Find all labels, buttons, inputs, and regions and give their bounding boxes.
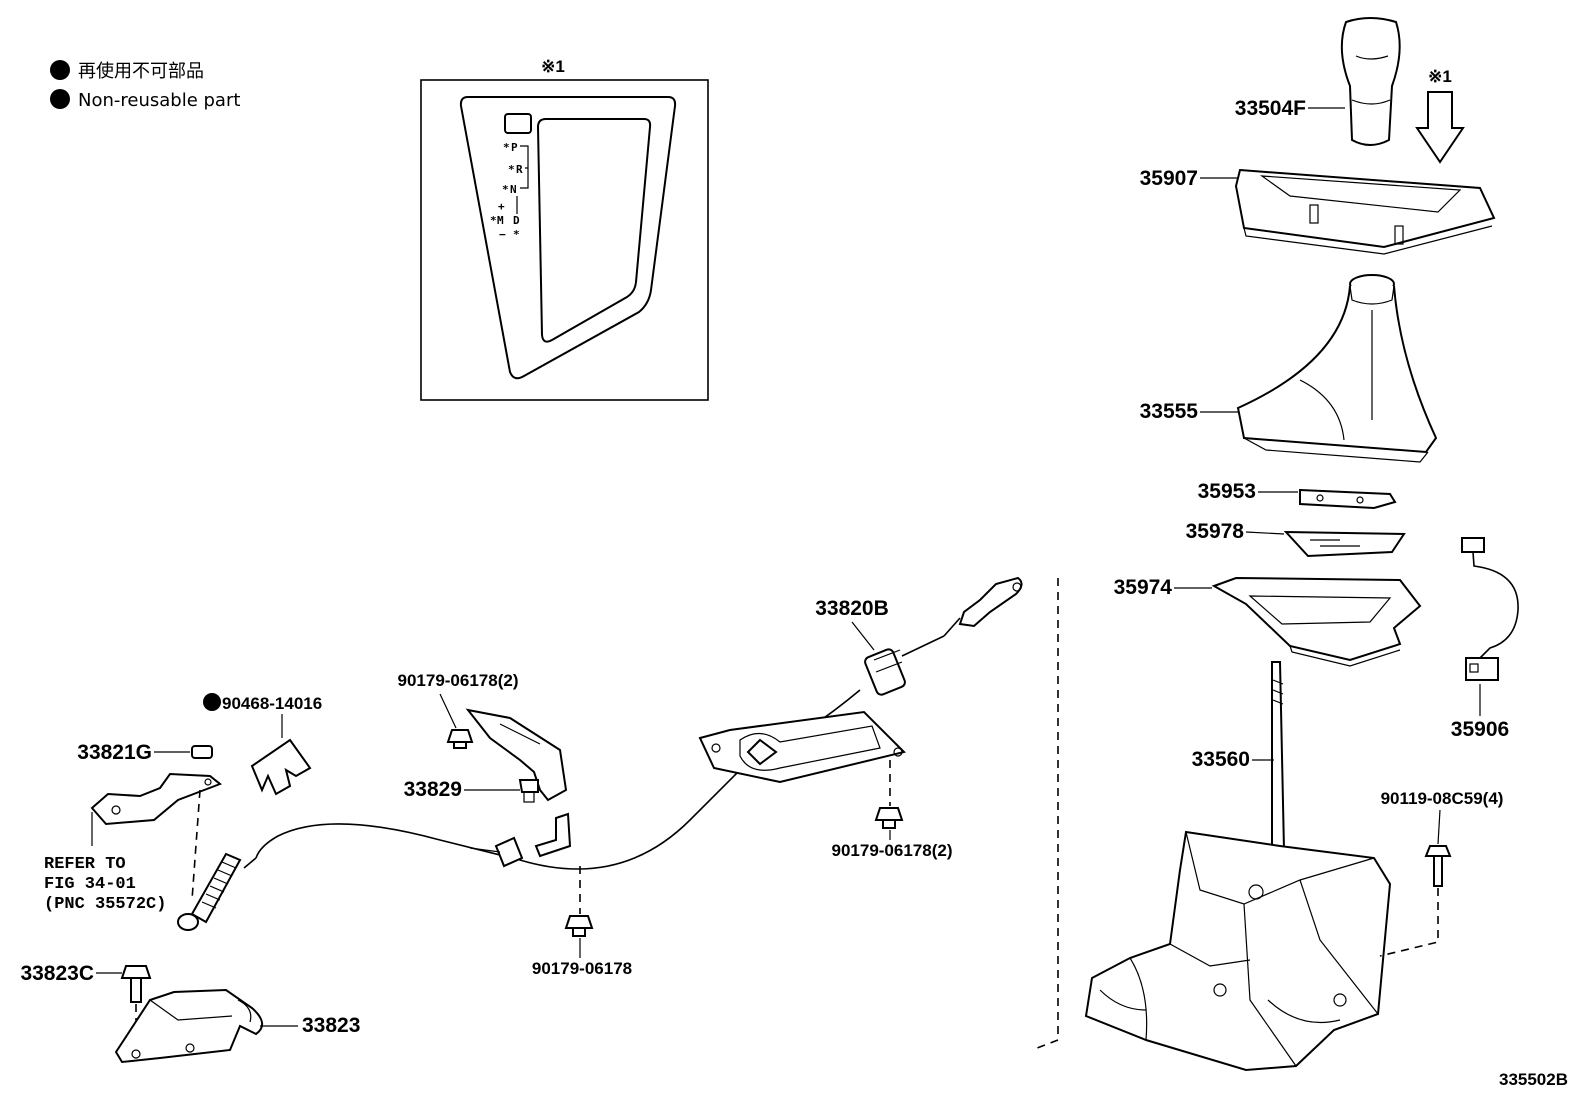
label-35953: 35953 bbox=[1198, 480, 1256, 503]
lever-bracket bbox=[90, 772, 222, 826]
gate-star: * bbox=[490, 214, 497, 227]
shift-lever-base bbox=[1084, 830, 1392, 1072]
nut-90179-bottom bbox=[564, 915, 594, 937]
gate-letter-p: P bbox=[511, 141, 518, 154]
non-reusable-dot-icon bbox=[50, 60, 70, 80]
nut-90179-right bbox=[874, 807, 904, 829]
legend: 再使用不可部品 Non-reusable part bbox=[50, 60, 240, 111]
view-arrow-icon bbox=[1415, 91, 1465, 164]
figure-id: 335502B bbox=[1499, 1070, 1568, 1089]
label-90179-top: 90179-06178(2) bbox=[398, 671, 519, 690]
cable-grommet-plate bbox=[698, 710, 906, 784]
indicator-film bbox=[1283, 530, 1406, 558]
label-33821G: 33821G bbox=[77, 741, 152, 764]
gate-minus: − bbox=[499, 228, 506, 241]
nut-33821G bbox=[191, 745, 213, 759]
label-33555: 33555 bbox=[1140, 400, 1199, 423]
non-reusable-dot-icon bbox=[50, 89, 70, 109]
label-90468: 90468-14016 bbox=[222, 694, 322, 713]
gate-plus: + bbox=[498, 200, 505, 213]
label-33504F: 33504F bbox=[1235, 97, 1306, 120]
shift-lever bbox=[1271, 661, 1286, 851]
gate-star: * bbox=[513, 228, 520, 241]
label-35978: 35978 bbox=[1186, 520, 1245, 543]
wire-harness bbox=[1461, 537, 1519, 681]
label-35906: 35906 bbox=[1451, 718, 1509, 741]
cable-bracket-33823 bbox=[114, 988, 263, 1064]
shift-bezel-window bbox=[536, 118, 652, 343]
label-90179-bottom: 90179-06178 bbox=[532, 959, 632, 978]
install-guide-line bbox=[191, 789, 201, 901]
gate-letter-m: M bbox=[497, 214, 504, 227]
shift-position-housing bbox=[1211, 576, 1422, 667]
reference-line-3: (PNC 35572C) bbox=[44, 895, 166, 914]
gate-path bbox=[516, 145, 529, 214]
gate-letter-n: N bbox=[510, 183, 517, 196]
leader-line bbox=[1245, 531, 1285, 535]
label-35907: 35907 bbox=[1140, 167, 1198, 190]
indicator-plate bbox=[1299, 488, 1397, 510]
bolt-33823C bbox=[120, 965, 152, 1003]
gate-star: * bbox=[508, 163, 515, 176]
legend-en: Non-reusable part bbox=[78, 90, 240, 111]
label-90179-right: 90179-06178(2) bbox=[832, 841, 953, 860]
bolt-90119 bbox=[1424, 845, 1452, 887]
gate-star: * bbox=[502, 183, 509, 196]
label-35974: 35974 bbox=[1114, 576, 1173, 599]
shift-knob bbox=[1340, 17, 1401, 146]
gate-letter-d: D bbox=[513, 214, 520, 227]
arrow-marker: ※1 bbox=[1428, 67, 1452, 86]
legend-jp: 再使用不可部品 bbox=[78, 61, 204, 82]
inset-shift-indicator: ※1 * P * R * N + * M D − * bbox=[420, 57, 709, 401]
shift-bezel-plate bbox=[1234, 168, 1496, 255]
leader-line bbox=[439, 693, 457, 729]
nut-90179-top bbox=[446, 729, 474, 749]
label-33823: 33823 bbox=[302, 1014, 360, 1037]
gate-letter-r: R bbox=[516, 163, 523, 176]
label-33560: 33560 bbox=[1192, 748, 1250, 771]
retainer-clip-90468 bbox=[250, 738, 312, 796]
label-33820B: 33820B bbox=[815, 597, 889, 620]
label-90119: 90119-08C59(4) bbox=[1381, 789, 1504, 808]
reference-line-1: REFER TO bbox=[44, 855, 126, 874]
gate-star: * bbox=[503, 141, 510, 154]
shift-boot bbox=[1236, 274, 1438, 463]
shift-lock-button bbox=[504, 113, 532, 134]
install-guide-line bbox=[1379, 888, 1439, 957]
non-reusable-dot-icon bbox=[203, 693, 221, 711]
reference-line-2: FIG 34-01 bbox=[44, 875, 136, 894]
label-33823C: 33823C bbox=[20, 962, 94, 985]
label-33829: 33829 bbox=[404, 778, 462, 801]
inset-marker: ※1 bbox=[541, 57, 565, 76]
leader-line bbox=[1437, 809, 1441, 845]
separator-line bbox=[1031, 578, 1059, 1051]
inset-frame bbox=[420, 79, 709, 401]
cable-clamp bbox=[469, 812, 572, 868]
leader-line bbox=[851, 621, 875, 651]
cable-bracket-33829 bbox=[465, 708, 568, 803]
